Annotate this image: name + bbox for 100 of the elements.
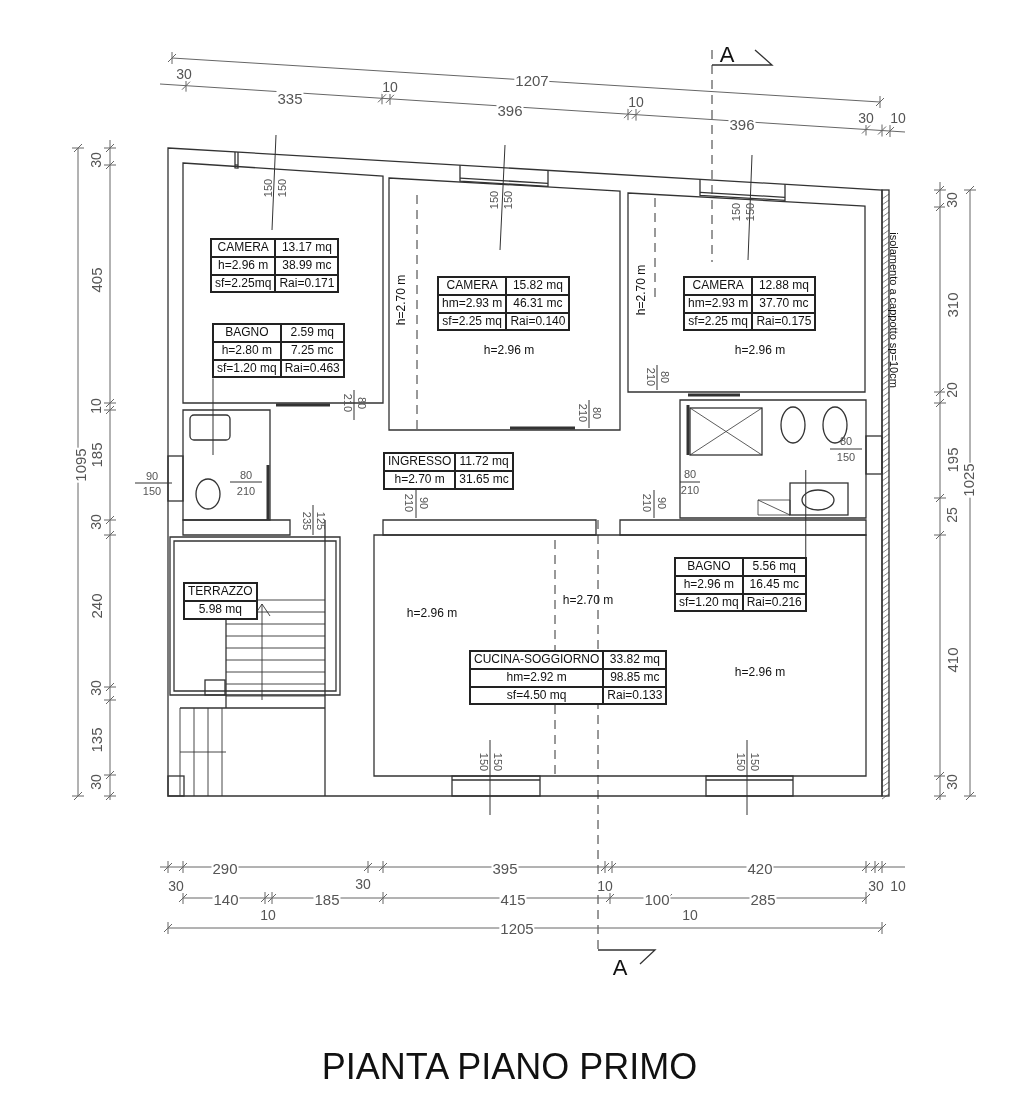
opening-dimension: 80 (683, 468, 697, 480)
room-data-text: h=2.96 m (675, 575, 743, 594)
room-data-text: h=2.80 m (213, 341, 281, 360)
opening-dimension: 80 (658, 370, 670, 384)
dimension-label: 20 (945, 381, 959, 399)
room-data-text: 2.59 mq (280, 324, 344, 342)
room-data-text: h=2.96 m (211, 256, 276, 275)
dimension-label: 30 (945, 773, 959, 791)
dimension-label: 30 (945, 191, 959, 209)
opening-dimension: 210 (640, 493, 652, 513)
room-data-text: 15.82 mq (506, 277, 570, 295)
leader-line (212, 377, 214, 456)
room-table (183, 582, 258, 620)
room-data-text: 11.72 mq (455, 453, 513, 471)
room-data-text: Rai=0.133 (603, 686, 667, 705)
room-data-text: sf=1.20 mq (213, 359, 281, 378)
room-data-text: 16.45 mc (742, 575, 806, 594)
opening-dimension: 150 (748, 752, 760, 772)
opening-dimension: 210 (680, 484, 700, 496)
room-table (674, 557, 807, 613)
opening-dimension: 235 (300, 511, 312, 531)
opening-dimension: 150 (836, 451, 856, 463)
ceiling-height-label: h=2.70 m (635, 264, 647, 316)
room-data-text: 5.56 mq (742, 558, 806, 576)
opening-dimension: 80 (839, 435, 853, 447)
dimension-label: 10 (381, 80, 399, 94)
room-data-text: 5.98 mq (184, 600, 257, 619)
room-data-text: Rai=0.140 (506, 312, 570, 331)
room-data-text: hm=2.92 m (470, 668, 604, 687)
room-data-text: INGRESSO (384, 453, 456, 471)
dimension-label: 30 (167, 879, 185, 893)
dimension-label: 335 (276, 90, 304, 106)
dimension-label: 10 (681, 908, 699, 922)
opening-dimension: 80 (355, 396, 367, 410)
opening-dimension: 150 (734, 752, 746, 772)
dimension-label: 30 (857, 111, 875, 125)
opening-dimension: 90 (655, 496, 667, 510)
opening-dimension: 125 (314, 511, 326, 531)
ceiling-height-label: h=2.96 m (734, 666, 786, 678)
dimension-label: 10 (627, 95, 645, 109)
dimension-label: 30 (175, 67, 193, 81)
ceiling-height-label: h=2.70 m (562, 594, 614, 606)
section-mark: A (719, 44, 735, 66)
opening-dimension: 150 (491, 752, 503, 772)
opening-dimension: 150 (142, 485, 162, 497)
opening-dimension: 90 (417, 496, 429, 510)
room-data-text: h=2.70 m (384, 470, 456, 489)
dimension-label: 10 (596, 879, 614, 893)
opening-dimension: 210 (402, 493, 414, 513)
room-data-text: TERRAZZO (184, 583, 257, 601)
opening-dimension: 150 (276, 178, 288, 198)
room-data-text: sf=2.25 mq (438, 312, 507, 331)
room-data-text: CUCINA-SOGGIORNO (470, 651, 604, 669)
room-data-text: Rai=0.463 (280, 359, 344, 378)
opening-dimension: 80 (590, 406, 602, 420)
room-table (383, 452, 514, 490)
ceiling-height-label: h=2.96 m (406, 607, 458, 619)
room-data-text: CAMERA (684, 277, 753, 295)
room-table (210, 238, 340, 294)
dimension-label: 25 (945, 506, 959, 524)
ceiling-height-label: h=2.70 m (395, 274, 407, 326)
dimension-label: 396 (496, 102, 524, 118)
room-data-text: BAGNO (213, 324, 281, 342)
dimension-label: 10 (889, 879, 907, 893)
dimension-label: 30 (89, 513, 103, 531)
dimension-label: 30 (867, 879, 885, 893)
room-data-text: Rai=0.171 (275, 274, 339, 293)
room-data-text: Rai=0.175 (752, 312, 816, 331)
room-data-text: sf=2.25mq (211, 274, 276, 293)
dimension-label: 30 (354, 877, 372, 891)
opening-dimension: 150 (262, 178, 274, 198)
opening-dimension: 210 (644, 367, 656, 387)
opening-dimension: 210 (576, 403, 588, 423)
opening-dimension: 150 (477, 752, 489, 772)
room-data-text: 12.88 mq (752, 277, 816, 295)
room-data-text: 37.70 mc (752, 294, 816, 313)
room-data-text: 7.25 mc (280, 341, 344, 360)
opening-dimension: 90 (145, 470, 159, 482)
room-data-text: 31.65 mc (455, 470, 513, 489)
room-data-text: sf=4.50 mq (470, 686, 604, 705)
room-data-text: 98.85 mc (603, 668, 667, 687)
insulation-note: isolamento a cappotto sp=10cm (887, 232, 899, 388)
leader-line (805, 469, 807, 558)
dimension-label: 10 (889, 111, 907, 125)
opening-dimension: 210 (236, 485, 256, 497)
room-data-text: hm=2.93 m (438, 294, 507, 313)
opening-dimension: 150 (730, 202, 742, 222)
dimension-label: 30 (89, 679, 103, 697)
drawing-title: PIANTA PIANO PRIMO (320, 1046, 699, 1088)
room-table (683, 276, 817, 332)
room-data-text: BAGNO (675, 558, 743, 576)
dimension-label: 30 (89, 151, 103, 169)
room-data-text: 13.17 mq (275, 239, 339, 257)
room-data-text: sf=2.25 mq (684, 312, 753, 331)
dimension-label: 30 (89, 773, 103, 791)
room-data-text: hm=2.93 m (684, 294, 753, 313)
ceiling-height-label: h=2.96 m (734, 344, 786, 356)
opening-dimension: 150 (488, 190, 500, 210)
room-data-text: 33.82 mq (603, 651, 667, 669)
ceiling-height-label: h=2.96 m (483, 344, 535, 356)
